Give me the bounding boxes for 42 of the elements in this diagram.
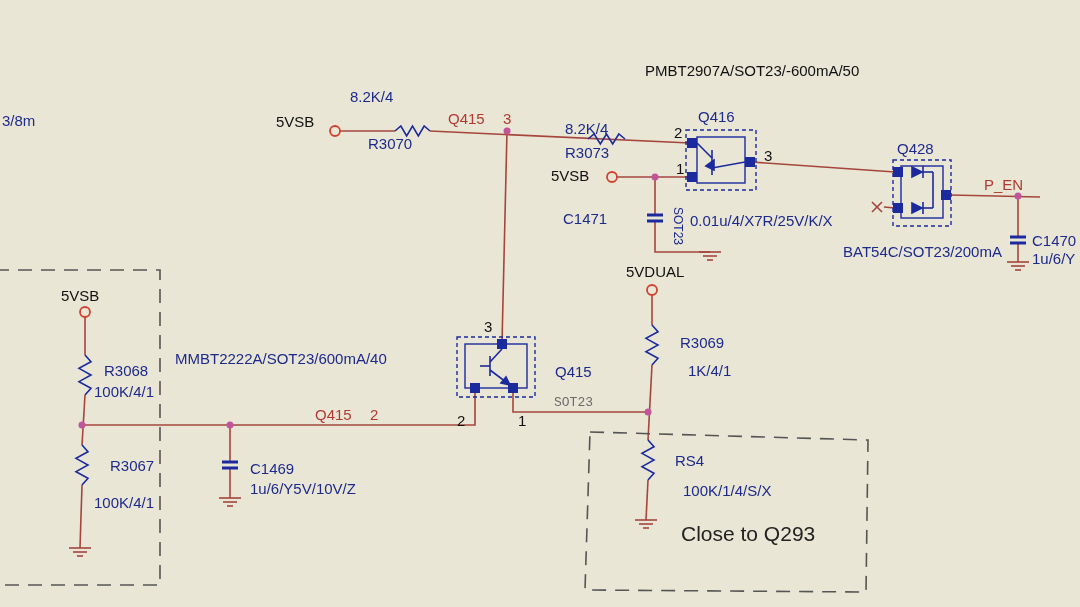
net-label: 5VDUAL (626, 263, 685, 280)
net-label: Q415 (315, 406, 352, 423)
package-label: SOT23 (671, 207, 684, 245)
part-label: R3073 (565, 144, 610, 161)
net-label: P_EN (984, 176, 1024, 193)
pin-number: 3 (764, 147, 773, 164)
part-label: C1469 (250, 460, 295, 477)
value-label: 100K/4/1 (94, 383, 155, 400)
pin-number: 1 (518, 412, 527, 429)
package-label: SOT23 (554, 396, 593, 410)
value-label: 0.01u/4/X7R/25V/K/X (690, 212, 833, 229)
net-label: 5VSB (551, 167, 590, 184)
value-label: 1u/6/Y (1032, 250, 1076, 267)
part-label: BAT54C/SOT23/200mA (843, 243, 1002, 260)
value-label: 1u/6/Y5V/10V/Z (250, 480, 356, 497)
part-label: PMBT2907A/SOT23/-600mA/50 (645, 62, 860, 79)
pin-number: 3 (503, 110, 512, 127)
part-label: RS4 (675, 452, 705, 469)
value-label: 8.2K/4 (565, 120, 609, 137)
part-label: Q415 (555, 363, 592, 380)
value-label: 1K/4/1 (688, 362, 732, 379)
note-text: Close to Q293 (681, 522, 816, 546)
part-label: R3069 (680, 334, 725, 351)
part-label: MMBT2222A/SOT23/600mA/40 (175, 350, 387, 367)
pin-number: 2 (370, 406, 379, 423)
net-label: Q415 (448, 110, 485, 127)
net-label: 5VSB (276, 113, 315, 130)
part-label: C1470 (1032, 232, 1077, 249)
net-label: 5VSB (61, 287, 100, 304)
pin-number: 2 (674, 124, 683, 141)
part-label: Q416 (698, 108, 735, 125)
part-label: C1471 (563, 210, 608, 227)
value-label: 100K/1/4/S/X (683, 482, 772, 499)
value-label: 3/8m (2, 112, 36, 129)
value-label: 100K/4/1 (94, 494, 155, 511)
pin-number: 3 (484, 318, 493, 335)
part-label: Q428 (897, 140, 934, 157)
part-label: R3067 (110, 457, 155, 474)
part-label: R3068 (104, 362, 149, 379)
pin-number: 1 (676, 160, 685, 177)
value-label: 8.2K/4 (350, 88, 394, 105)
part-label: R3070 (368, 135, 413, 152)
